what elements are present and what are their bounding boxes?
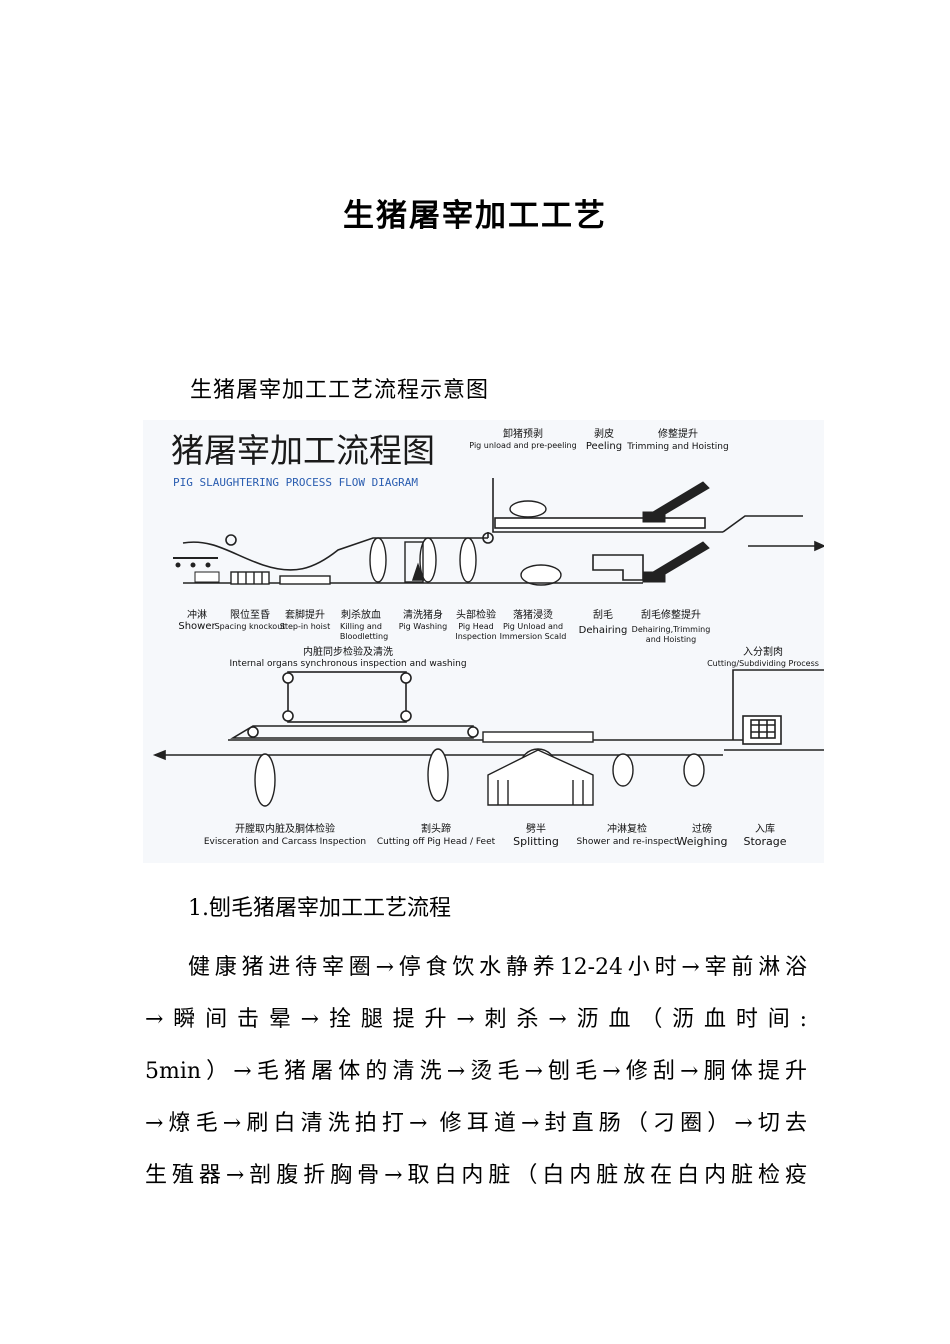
stage-label-en: Weighing (676, 835, 727, 848)
paragraph-line: →瞬间击晕→拴腿提升→刺杀→沥血（沥血时间: (145, 1007, 807, 1032)
stage-label-en: Pig Head (458, 622, 493, 631)
knockout-box-icon (230, 571, 331, 585)
process-paragraph: 健康猪进待宰圈→停食饮水静养12-24小时→宰前淋浴 →瞬间击晕→拴腿提升→刺杀… (145, 942, 807, 1202)
stage-label-zh: 清洗猪身 (403, 608, 443, 621)
diagram-title-zh: 猪屠宰加工流程图 (171, 431, 435, 470)
process-flow-diagram: 猪屠宰加工流程图 PIG SLAUGHTERING PROCESS FLOW D… (143, 420, 824, 863)
stage-label-en: Bloodletting (340, 632, 388, 641)
stage-label-zh: 冲淋复检 (607, 822, 647, 835)
paragraph-line: →燎毛→刷白清洗拍打→ 修耳道→封直肠（刁圈）→切去 (145, 1111, 807, 1136)
stage-label-zh: 入库 (755, 822, 775, 835)
stage-label-zh: 落猪浸烫 (513, 609, 553, 621)
stage-label-zh: 头部检验 (456, 608, 496, 621)
document-title: 生猪屠宰加工工艺 (343, 198, 607, 234)
stage-label-en: Pig Washing (399, 622, 447, 631)
stage-label-en: Step-in hoist (280, 622, 330, 631)
internal-organs-label-zh: 内脏同步检验及清洗 (303, 645, 393, 658)
stage-label-zh: 修整提升 (658, 427, 698, 440)
paragraph-line: 生殖器→剖腹折胸骨→取白内脏（白内脏放在白内脏检疫 (145, 1163, 807, 1188)
splitting-machine-icon (482, 731, 594, 806)
stage-label-en: Evisceration and Carcass Inspection (204, 837, 366, 847)
carcass-icon (509, 500, 562, 586)
stage-label-en: Dehairing (579, 625, 628, 636)
stage-label-en: Pig Unload and (503, 622, 563, 631)
stage-label-en: Trimming and Hoisting (626, 442, 728, 452)
stage-label-zh: 冲淋 (187, 608, 207, 621)
stage-label-zh: 刮毛 (593, 608, 613, 621)
stage-label-zh: 过磅 (692, 822, 712, 835)
stage-label-zh: 开膛取内脏及胴体检验 (235, 822, 335, 835)
stage-label-en: Immersion Scald (500, 632, 567, 641)
stage-label-en: Storage (743, 835, 786, 848)
section-heading: 1.刨毛猪屠宰加工工艺流程 (188, 896, 451, 921)
paragraph-line: 5min）→毛猪屠体的清洗→烫毛→刨毛→修刮→胴体提升 (145, 1059, 807, 1084)
stage-label-en: Killing and (340, 622, 382, 631)
cutting-label-en: Cutting/Subdividing Process (707, 659, 819, 668)
cutting-label-zh: 入分割肉 (743, 645, 783, 658)
stage-label-en: and Hoisting (646, 635, 696, 644)
stage-label-zh: 刺杀放血 (341, 608, 381, 621)
stage-label-en: Shower (178, 621, 216, 632)
stage-label-zh: 割头蹄 (421, 822, 451, 835)
stage-label-en: Peeling (586, 441, 622, 452)
stage-label-zh: 套脚提升 (285, 608, 325, 621)
hoist-crane-icon (642, 481, 710, 583)
stage-label-zh: 剥皮 (594, 427, 614, 440)
stage-label-en: Cutting off Pig Head / Feet (377, 837, 496, 847)
stage-label-zh: 卸猪预剥 (503, 427, 543, 440)
figure-caption: 生猪屠宰加工工艺流程示意图 (190, 378, 490, 403)
stage-label-en: Dehairing,Trimming (632, 625, 711, 634)
stage-label-zh: 刮毛修整提升 (641, 608, 701, 621)
stage-label-zh: 限位至昏 (230, 608, 270, 621)
paragraph-line: 健康猪进待宰圈→停食饮水静养12-24小时→宰前淋浴 (188, 955, 807, 980)
diagram-title-en: PIG SLAUGHTERING PROCESS FLOW DIAGRAM (173, 476, 418, 489)
top-conveyor-line (492, 478, 824, 552)
stage-label-en: Pig unload and pre-peeling (469, 441, 576, 450)
hanging-carcass-icon (254, 748, 705, 807)
lower-conveyor-line (152, 669, 824, 761)
internal-organs-label-en: Internal organs synchronous inspection a… (229, 659, 466, 669)
shower-icon (173, 557, 220, 583)
stage-label-en: Splitting (513, 835, 559, 848)
hanging-pig-icon (369, 537, 477, 583)
stage-label-en: Spacing knockout (215, 622, 286, 631)
stage-label-en: Inspection (455, 632, 496, 641)
stage-label-en: Shower and re-inspect (576, 837, 678, 847)
stage-label-zh: 劈半 (526, 822, 546, 835)
